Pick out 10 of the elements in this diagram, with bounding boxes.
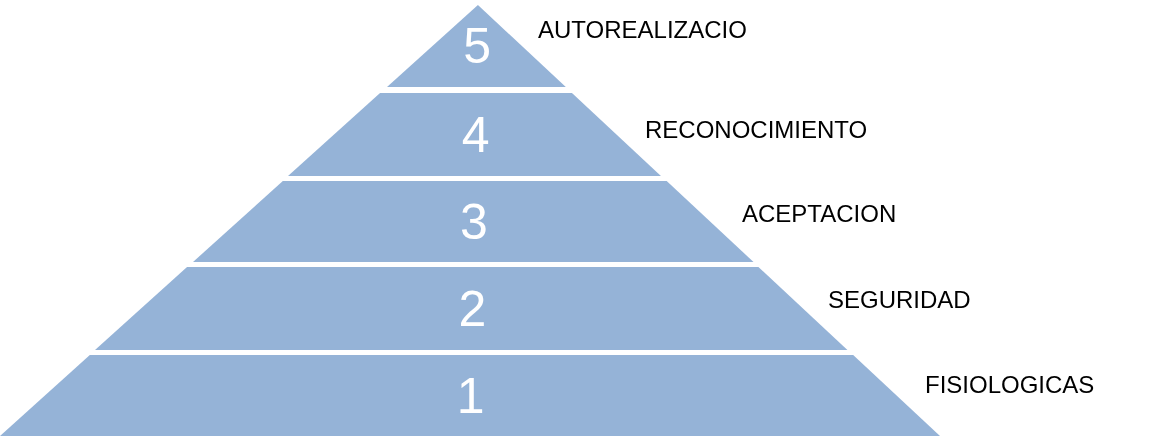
level-number: 4 <box>460 109 491 160</box>
level-label: RECONOCIMIENTO <box>645 118 868 142</box>
level-label: SEGURIDAD <box>828 288 971 312</box>
level-number: 3 <box>459 196 489 247</box>
level-label: FISIOLOGICAS <box>925 373 1095 397</box>
level-number: 2 <box>457 283 488 334</box>
level-label: ACEPTACION <box>742 202 897 226</box>
level-number: 1 <box>455 370 486 421</box>
level-label: AUTOREALIZACIO <box>538 18 747 42</box>
level-number: 5 <box>462 21 493 71</box>
